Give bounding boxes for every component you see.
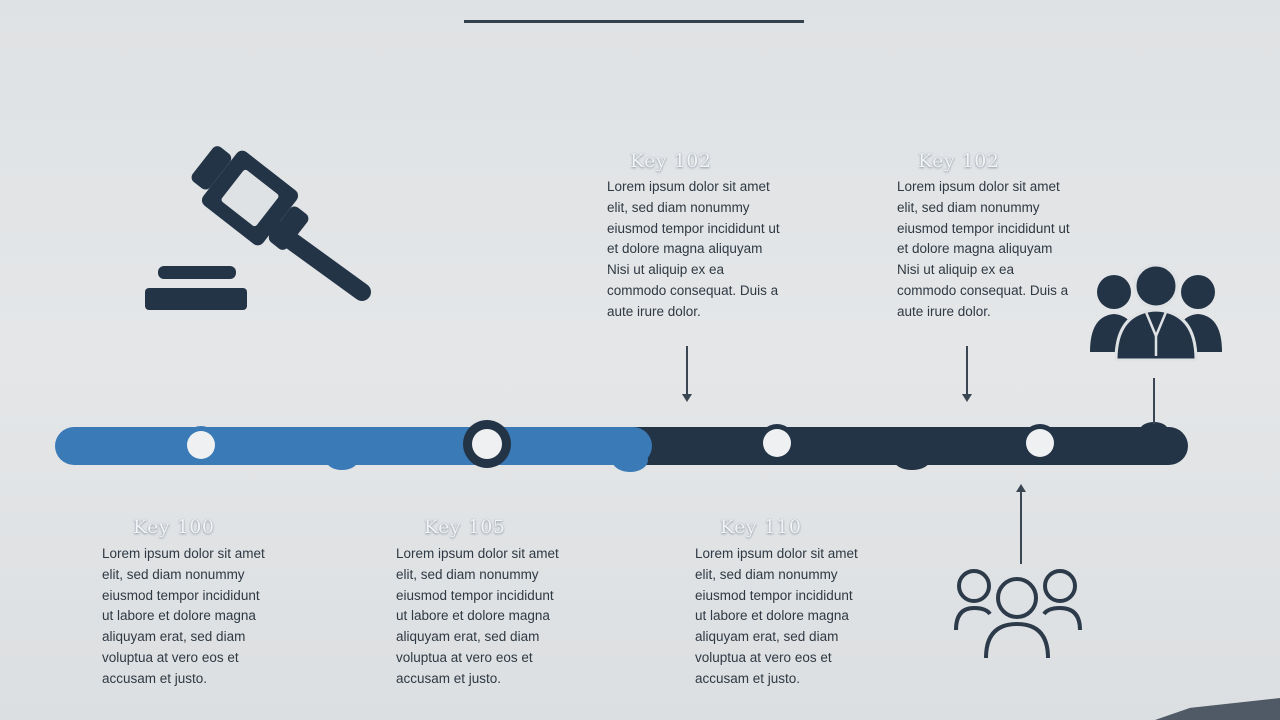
text-line: eiusmod tempor incididunt ut [607,220,780,236]
text-line: Lorem ipsum dolor sit amet [897,179,1060,194]
text-line: et dolore magna aliquyam [607,241,763,257]
connector-team-bottom [1016,484,1026,564]
text-line: voluptua at vero eos et [102,649,239,665]
top-divider [464,20,804,23]
text-line: eiusmod tempor incididunt ut [897,220,1070,236]
text-line: accusam et justo. [102,670,208,686]
milestone-description: Lorem ipsum dolor sit amet elit, sed dia… [102,544,265,690]
connector-arrow-2 [962,346,972,402]
milestone-description: Lorem ipsum dolor sit amet elit, sed dia… [695,544,858,690]
text-line: Lorem ipsum dolor sit amet [695,546,858,561]
text-line: elit, sed diam nonummy [102,566,245,582]
text-line: aute irure dolor. [607,303,701,319]
timeline-node-2[interactable] [462,419,512,469]
text-line: ut labore et dolore magna [695,608,849,624]
text-line: voluptua at vero eos et [695,649,832,665]
milestone-title: Key 110 [720,516,802,538]
text-line: aliquyam erat, sed diam [695,629,839,645]
text-line: et dolore magna aliquyam [897,241,1053,257]
text-line: Nisi ut aliquip ex ea [607,262,725,278]
text-line: aliquyam erat, sed diam [102,629,246,645]
text-line: aute irure dolor. [897,303,991,319]
text-line: commodo consequat. Duis a [897,282,1069,298]
text-line: Nisi ut aliquip ex ea [897,262,1015,278]
timeline-node-4[interactable] [1019,422,1061,464]
milestone-title: Key 102 [918,150,1000,172]
text-line: accusam et justo. [695,670,801,686]
text-line: elit, sed diam nonummy [897,199,1040,215]
milestone-title: Key 105 [424,516,506,538]
text-line: voluptua at vero eos et [396,649,533,665]
gavel-icon [145,146,371,310]
milestone-description: Lorem ipsum dolor sit amet elit, sed dia… [897,177,1070,323]
text-line: ut labore et dolore magna [396,608,550,624]
text-line: commodo consequat. Duis a [607,282,779,298]
milestone-title: Key 102 [630,150,712,172]
text-line: eiusmod tempor incididunt [102,587,260,603]
text-line: Lorem ipsum dolor sit amet [607,179,770,194]
milestone-description: Lorem ipsum dolor sit amet elit, sed dia… [396,544,559,690]
connector-arrow-1 [682,346,692,402]
timeline-node-3[interactable] [756,422,798,464]
text-line: elit, sed diam nonummy [607,199,750,215]
team-filled-icon [1090,263,1222,362]
text-line: accusam et justo. [396,670,502,686]
text-line: ut labore et dolore magna [102,608,256,624]
text-line: eiusmod tempor incididunt [695,587,853,603]
text-line: aliquyam erat, sed diam [396,629,540,645]
text-line: Lorem ipsum dolor sit amet [396,546,559,561]
team-outline-icon [954,569,1082,659]
timeline-node-1[interactable] [180,424,222,466]
text-line: elit, sed diam nonummy [396,566,539,582]
connector-team-top [1153,378,1155,424]
corner-decoration [1155,698,1280,720]
text-line: eiusmod tempor incididunt [396,587,554,603]
text-line: Lorem ipsum dolor sit amet [102,546,265,561]
milestone-title: Key 100 [133,516,215,538]
text-line: elit, sed diam nonummy [695,566,838,582]
milestone-description: Lorem ipsum dolor sit amet elit, sed dia… [607,177,780,323]
